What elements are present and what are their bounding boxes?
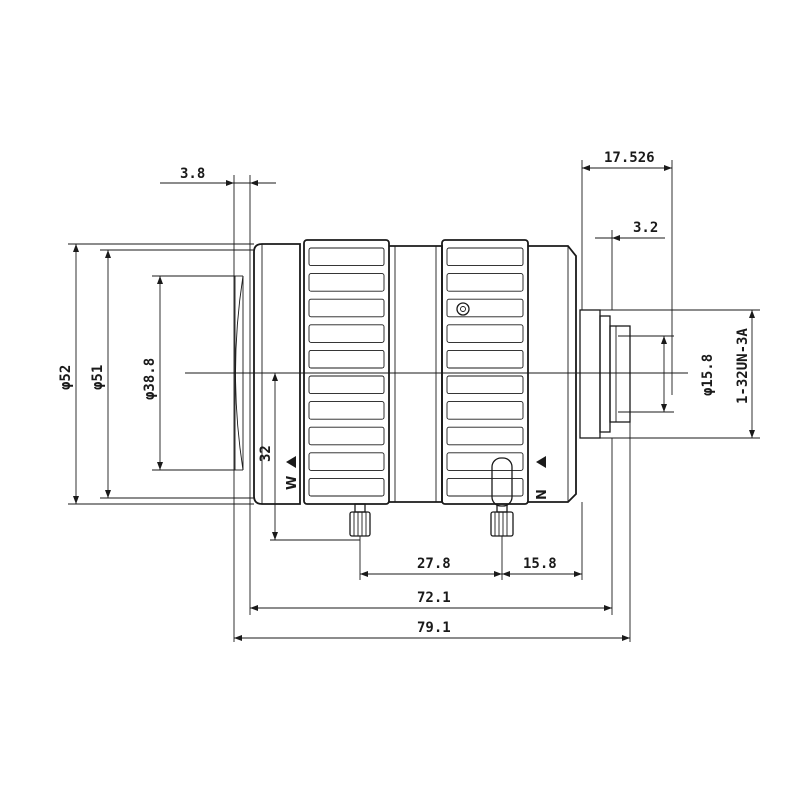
dim-15-8-bottom: 15.8 <box>523 556 557 572</box>
knurl-groove <box>446 273 524 292</box>
ring-w-label: W <box>285 476 300 490</box>
dim-72-1: 72.1 <box>417 590 451 606</box>
focus-ring-w <box>303 239 390 505</box>
n-arrow-icon <box>536 456 546 468</box>
knurl-groove <box>446 349 524 369</box>
lock-screw-n <box>490 457 514 537</box>
dimension-labels: 3.8 17.526 3.2 φ52 φ51 φ38.8 32 φ15.8 1-… <box>58 150 751 636</box>
dim-3-2: 3.2 <box>633 220 658 236</box>
knurl-groove <box>308 401 385 420</box>
iris-ring-n <box>441 239 529 505</box>
knurl-groove <box>308 452 385 471</box>
knurl-groove <box>446 401 524 420</box>
knurl-groove <box>308 349 385 369</box>
dim-3-8-top: 3.8 <box>180 166 205 182</box>
knurl-groove <box>308 375 385 395</box>
knurl-groove <box>446 452 524 471</box>
c-mount-flange <box>579 309 638 439</box>
knurl-groove <box>446 247 524 267</box>
dim-phi-15-8: φ15.8 <box>700 354 716 396</box>
knurl-groove <box>446 375 524 395</box>
ring-n-label: N <box>535 489 550 500</box>
dim-32: 32 <box>258 445 274 462</box>
dim-79-1: 79.1 <box>417 620 451 636</box>
dimension-lines <box>68 160 760 642</box>
dim-phi-52: φ52 <box>58 365 74 390</box>
dim-phi-38-8: φ38.8 <box>142 358 158 400</box>
dim-phi-51: φ51 <box>90 365 106 390</box>
knurl-groove <box>446 477 524 497</box>
knurl-groove <box>446 324 524 343</box>
w-arrow-icon <box>286 456 296 468</box>
lock-screw-w <box>349 503 371 537</box>
dim-27-8: 27.8 <box>417 556 451 572</box>
knurl-groove <box>308 477 385 497</box>
set-screw-hole <box>456 302 470 316</box>
knurl-groove <box>308 324 385 343</box>
knurl-groove <box>308 426 385 446</box>
knurl-groove <box>446 298 524 318</box>
knurl-groove <box>308 247 385 267</box>
lens-body <box>234 239 638 537</box>
knurl-groove <box>308 298 385 318</box>
knurl-groove <box>446 426 524 446</box>
dim-17-526: 17.526 <box>604 150 655 166</box>
dim-thread: 1-32UN-3A <box>735 328 751 404</box>
knurl-groove <box>308 273 385 292</box>
